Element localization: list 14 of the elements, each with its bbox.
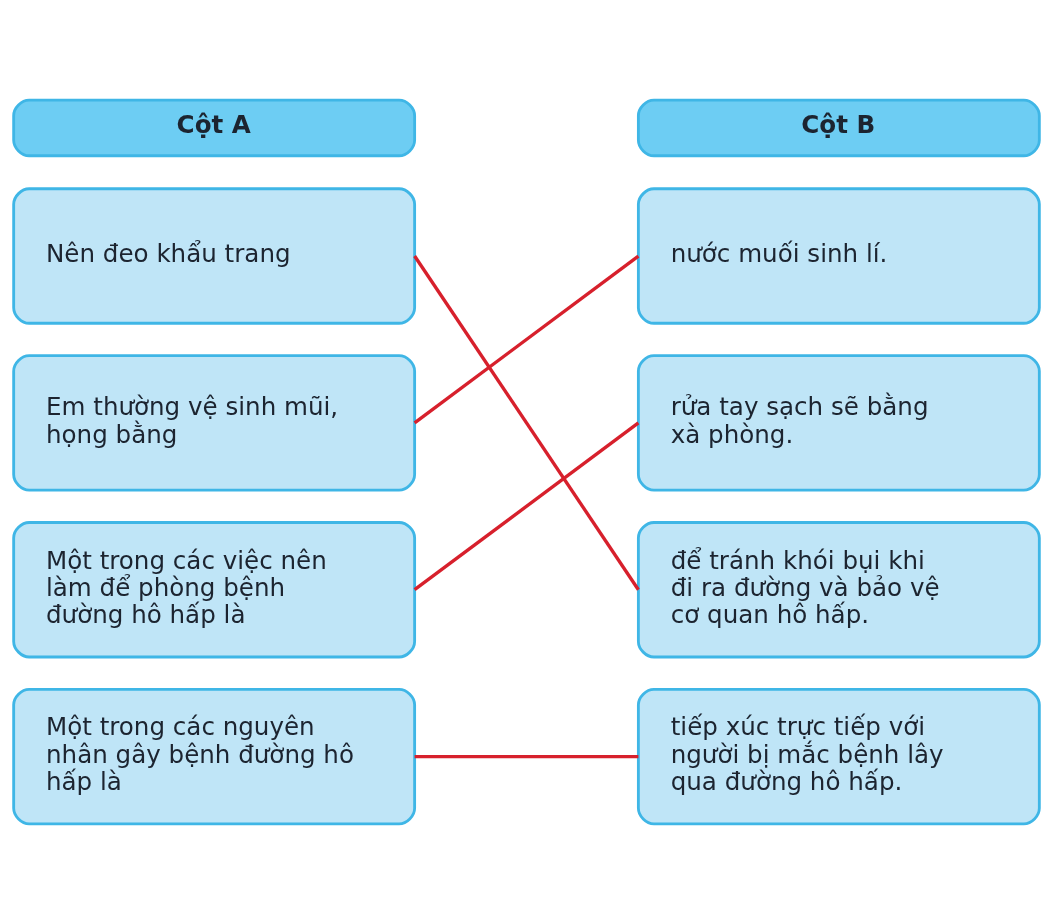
node-box: Cột A [12,98,417,158]
node-box: để tránh khói bụi khi đi ra đường và bảo vệ cơ quan hô hấp. [636,521,1041,659]
node-box: Cột B [636,98,1041,158]
node-box: nước muối sinh lí. [636,187,1041,325]
connector [413,254,640,425]
node-box: Nên đeo khẩu trang [12,187,417,325]
connector [413,421,640,592]
node-box: tiếp xúc trực tiếp với người bị mắc bệnh lây qua đường hô hấp. [636,687,1041,826]
node-box: Em thường vệ sinh mũi, họng bằng [12,354,417,492]
node-box: Một trong các việc nên làm để phòng bệnh đường hô hấp là [12,521,417,659]
node-box: Một trong các nguyên nhân gây bệnh đường hô hấp là [12,687,417,826]
connector [413,255,640,591]
connector [414,754,639,759]
node-box: rửa tay sạch sẽ bằng xà phòng. [636,354,1041,492]
